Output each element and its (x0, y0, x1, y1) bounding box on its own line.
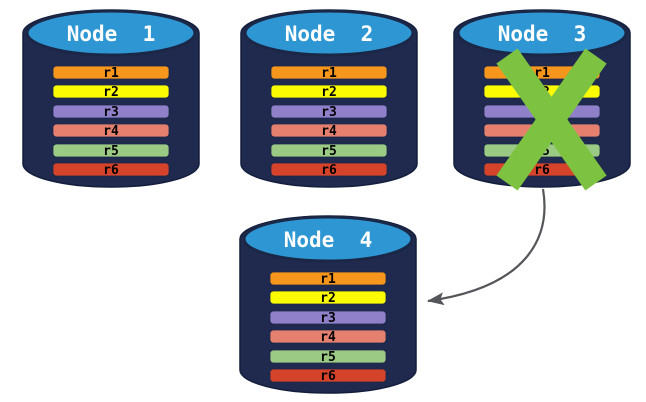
row-label: r5 (103, 144, 119, 159)
row-r4: r4 (52, 123, 170, 139)
failure-x-mark (496, 48, 607, 191)
row-r1: r1 (269, 271, 387, 287)
row-r6: r6 (270, 162, 388, 178)
row-bar (269, 290, 387, 305)
node-1: Node 1 r1 r2 r3 r4 r5 r6 (22, 9, 200, 188)
row-r3: r3 (52, 104, 170, 120)
row-label: r6 (321, 163, 337, 178)
row-bar (270, 84, 388, 99)
row-r3: r3 (270, 104, 388, 120)
node-4: Node 4 r1 r2 r3 r4 r5 r6 (239, 215, 417, 394)
row-label: r4 (103, 124, 119, 139)
x-stroke-2 (496, 48, 607, 191)
cylinder-top (25, 9, 197, 57)
row-label: r3 (103, 105, 119, 120)
row-r2: r2 (270, 84, 388, 100)
row-r4: r4 (269, 329, 387, 345)
row-label: r1 (534, 66, 550, 81)
row-label: r2 (320, 291, 336, 306)
row-bar (52, 65, 170, 80)
row-label: r1 (320, 272, 336, 287)
cylinder-top (243, 9, 415, 57)
row-label: r2 (321, 85, 337, 100)
cylinder-top (456, 9, 628, 57)
row-bar (52, 84, 170, 99)
row-bar (269, 349, 387, 364)
row-label: r5 (321, 144, 337, 159)
row-label: r1 (103, 66, 119, 81)
row-label: r1 (321, 66, 337, 81)
node-2: Node 2 r1 r2 r3 r4 r5 r6 (240, 9, 418, 188)
row-label: r5 (320, 350, 336, 365)
node-title: Node 4 (284, 228, 373, 252)
row-label: r6 (320, 369, 336, 384)
row-bar (52, 104, 170, 119)
row-bar (270, 123, 388, 138)
row-bar (270, 65, 388, 80)
row-label: r4 (321, 124, 337, 139)
row-bar (269, 368, 387, 383)
row-label: r6 (534, 163, 550, 178)
row-r3: r3 (269, 310, 387, 326)
row-r5: r5 (269, 349, 387, 365)
row-r6: r6 (269, 368, 387, 384)
row-bar (269, 310, 387, 325)
row-r2: r2 (269, 290, 387, 306)
row-bar (52, 123, 170, 138)
row-label: r4 (320, 330, 336, 345)
row-label: r6 (103, 163, 119, 178)
cylinder-top (242, 215, 414, 263)
row-r5: r5 (52, 143, 170, 159)
row-bar (270, 104, 388, 119)
row-bar (52, 162, 170, 177)
row-bar (269, 329, 387, 344)
row-r5: r5 (270, 143, 388, 159)
row-r1: r1 (52, 65, 170, 81)
row-r1: r1 (270, 65, 388, 81)
row-label: r2 (103, 85, 119, 100)
replication-arrow (427, 188, 546, 306)
node-title: Node 2 (285, 22, 374, 46)
row-label: r3 (321, 105, 337, 120)
row-bar (52, 143, 170, 158)
node-title: Node 1 (67, 22, 156, 46)
row-bar (270, 143, 388, 158)
row-bar (269, 271, 387, 286)
row-r6: r6 (52, 162, 170, 178)
row-label: r3 (320, 311, 336, 326)
row-bar (270, 162, 388, 177)
row-r4: r4 (270, 123, 388, 139)
node-title: Node 3 (498, 22, 587, 46)
row-r2: r2 (52, 84, 170, 100)
